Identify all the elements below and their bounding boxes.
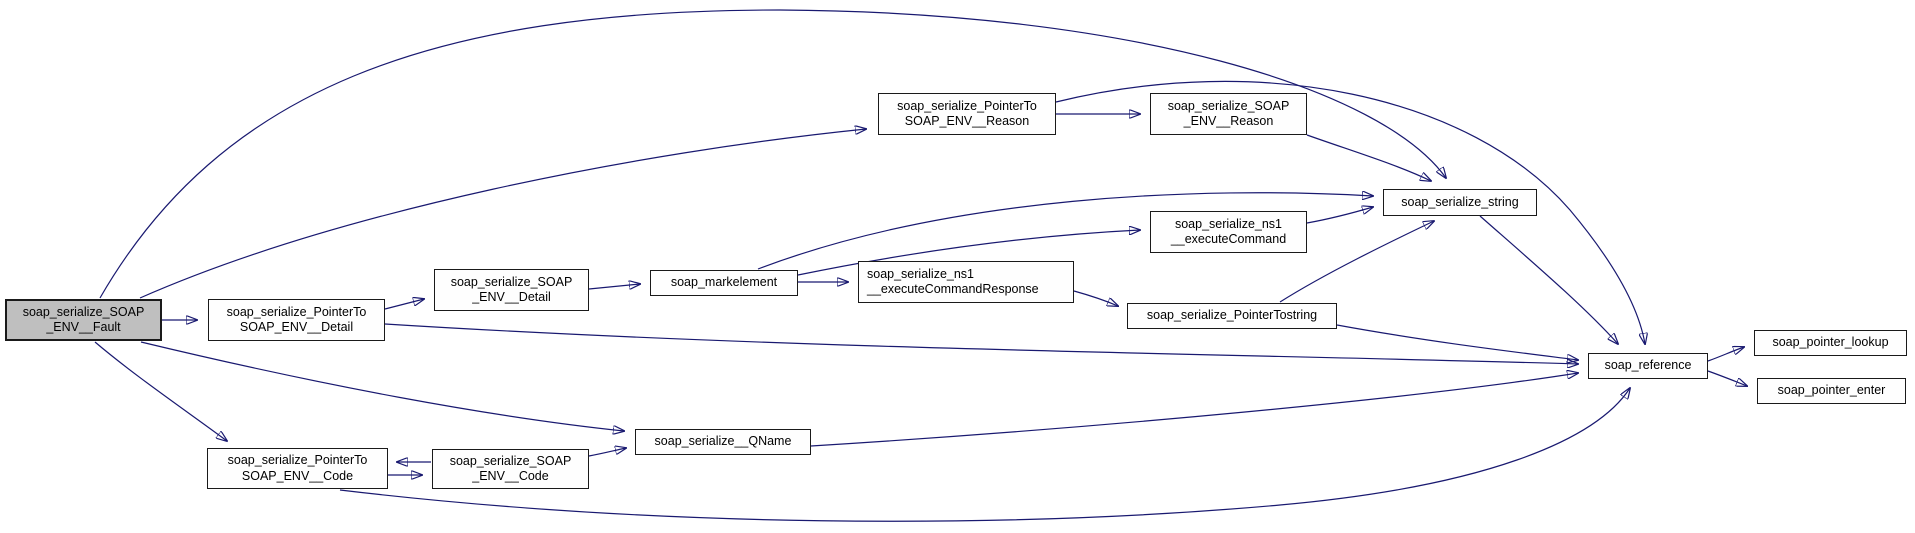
edge-ns1_cmd-string [1306,207,1373,224]
edge-ptr_string-string [1279,221,1434,303]
edge-ptr_reason-reference [1055,80,1645,344]
node-soap-serialize-pointerto-soap-env-reason[interactable]: soap_serialize_PointerTo SOAP_ENV__Reaso… [878,93,1056,135]
edge-env_reason-string [1306,134,1431,181]
edge-env_detail-markelement [588,284,640,290]
edge-ns1_resp-ptr_string [1073,290,1118,306]
node-soap-markelement[interactable]: soap_markelement [650,270,798,296]
edge-fault-qname [140,341,624,431]
node-soap-serialize-string[interactable]: soap_serialize_string [1383,189,1537,216]
edge-env_code-qname [588,448,626,457]
edge-ptr_detail-reference [384,323,1578,364]
edge-fault-ptr_code [94,341,227,441]
node-soap-serialize-ns1-executecommand[interactable]: soap_serialize_ns1 __executeCommand [1150,211,1307,253]
node-soap-serialize-pointerto-soap-env-detail[interactable]: soap_serialize_PointerTo SOAP_ENV__Detai… [208,299,385,341]
node-soap-serialize-pointertostring[interactable]: soap_serialize_PointerTostring [1127,303,1337,329]
edge-ptr_code-reference [339,388,1630,522]
edge-markelement-string [757,193,1373,270]
edge-reference-enter [1707,370,1747,386]
node-soap-serialize-soap-env-code[interactable]: soap_serialize_SOAP _ENV__Code [432,449,589,489]
node-soap-serialize-soap-env-detail[interactable]: soap_serialize_SOAP _ENV__Detail [434,269,589,311]
node-soap-serialize-pointerto-soap-env-code[interactable]: soap_serialize_PointerTo SOAP_ENV__Code [207,448,388,489]
node-soap-reference[interactable]: soap_reference [1588,353,1708,379]
edge-qname-reference [810,373,1578,447]
node-soap-serialize-ns1-executecommandresponse[interactable]: soap_serialize_ns1 __executeCommandRespo… [858,261,1074,303]
edge-fault-ptr_reason [139,129,866,299]
node-soap-serialize-soap-env-reason[interactable]: soap_serialize_SOAP _ENV__Reason [1150,93,1307,135]
edge-string-reference [1479,215,1618,344]
node-soap-serialize-qname[interactable]: soap_serialize__QName [635,429,811,455]
edge-ptr_string-reference [1336,324,1578,360]
edge-ptr_detail-env_detail [384,299,424,310]
edge-reference-lookup [1707,347,1744,362]
node-soap-pointer-lookup[interactable]: soap_pointer_lookup [1754,330,1907,356]
edge-markelement-ns1_cmd [797,230,1140,276]
node-soap-serialize-soap-env-fault[interactable]: soap_serialize_SOAP _ENV__Fault [5,299,162,341]
edge-fault-string [99,9,1446,299]
node-soap-pointer-enter[interactable]: soap_pointer_enter [1757,378,1906,404]
